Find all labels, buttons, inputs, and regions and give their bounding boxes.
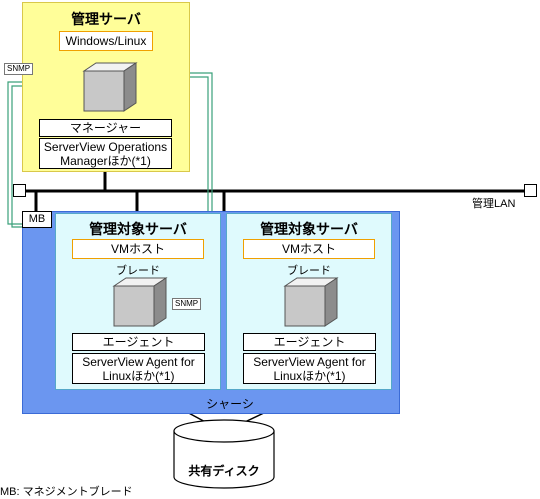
manager-label: マネージャー xyxy=(39,119,172,137)
managed-server-2: 管理対象サーバ VMホスト ブレード エージェント ServerView Age… xyxy=(226,213,392,390)
shared-disk-label: 共有ディスク xyxy=(188,464,260,478)
managed-server-1: 管理対象サーバ VMホスト ブレード エージェント ServerView Age… xyxy=(55,213,221,390)
blade-1-label: ブレード xyxy=(116,265,160,277)
snmp-tag-mb: SNMP xyxy=(4,63,34,75)
agent-1-software-line2: Linuxほか(*1) xyxy=(102,369,175,383)
management-server-box: 管理サーバ Windows/Linux マネージャー ServerView Op… xyxy=(22,2,190,172)
agent-2-software-box: ServerView Agent for Linuxほか(*1) xyxy=(243,353,376,384)
management-server-os: Windows/Linux xyxy=(59,31,153,51)
agent-1-software-box: ServerView Agent for Linuxほか(*1) xyxy=(72,353,205,384)
footnote: MB: マネジメントブレード xyxy=(0,486,133,498)
manager-software-line1: ServerView Operations xyxy=(43,140,168,154)
agent-2-software-line1: ServerView Agent for xyxy=(253,355,366,369)
agent-2-label: エージェント xyxy=(243,333,376,351)
shared-disk-icon xyxy=(173,419,275,489)
snmp-tag-agent: SNMP xyxy=(172,298,202,310)
agent-2-software-line2: Linuxほか(*1) xyxy=(273,369,346,383)
blade-1-icon xyxy=(112,277,168,327)
agent-1-label: エージェント xyxy=(72,333,205,351)
manager-software-box: ServerView Operations Managerほか(*1) xyxy=(39,138,172,169)
lan-endpoint-left xyxy=(13,184,26,197)
management-server-title: 管理サーバ xyxy=(71,11,141,27)
vm-host-2: VMホスト xyxy=(243,239,375,259)
mb-box: MB xyxy=(22,211,52,228)
manager-software-line2: Managerほか(*1) xyxy=(60,154,151,168)
managed-server-1-title: 管理対象サーバ xyxy=(89,221,187,237)
agent-1-software-line1: ServerView Agent for xyxy=(82,355,195,369)
blade-2-label: ブレード xyxy=(287,265,331,277)
vm-host-1: VMホスト xyxy=(72,239,204,259)
chassis-label: シャーシ xyxy=(206,397,254,411)
blade-2-icon xyxy=(283,277,339,327)
managed-server-2-title: 管理対象サーバ xyxy=(260,221,358,237)
management-server-icon xyxy=(82,62,138,112)
lan-endpoint-right xyxy=(524,184,537,197)
management-lan-label: 管理LAN xyxy=(472,198,516,210)
